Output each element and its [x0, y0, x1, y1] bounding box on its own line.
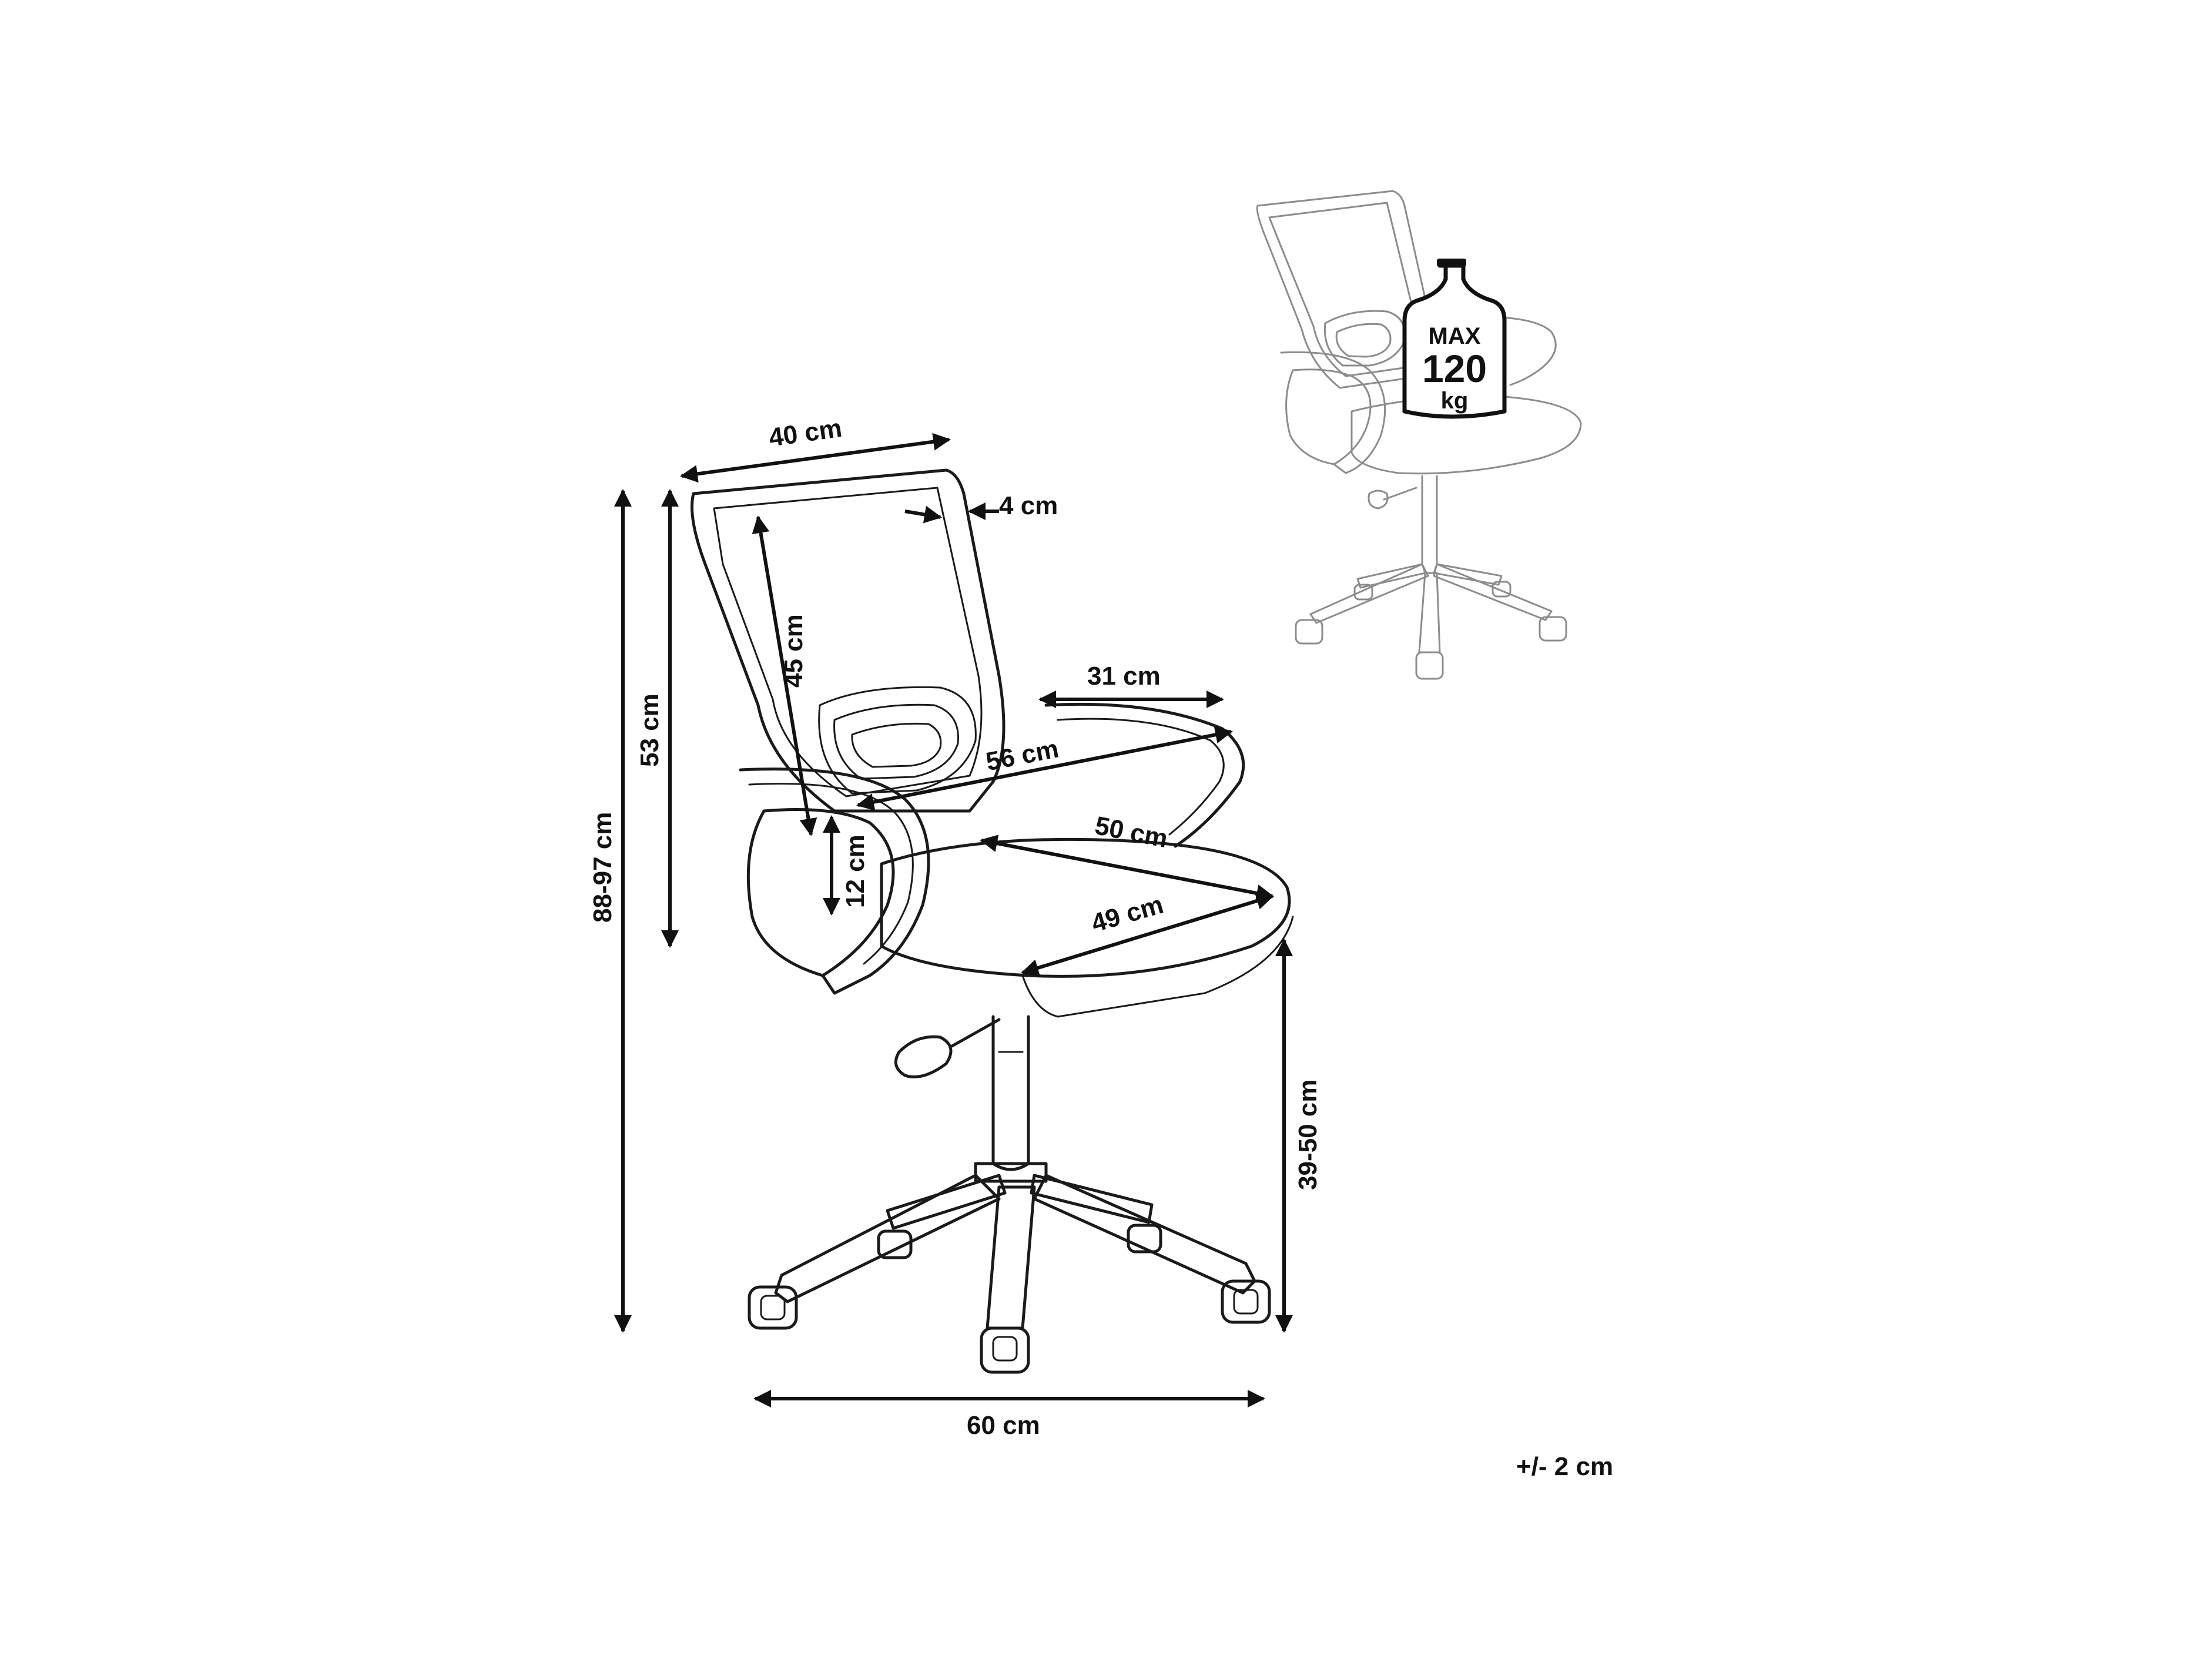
label-armrest-length: 31 cm	[1087, 662, 1161, 691]
dimension-lines	[614, 433, 1293, 1407]
caster-wheel	[1221, 1279, 1271, 1324]
label-total-height: 88-97 cm	[588, 812, 617, 923]
caster-wheel	[748, 1285, 798, 1330]
max-load-weight-icon: MAX 120 kg	[1402, 259, 1507, 419]
caster-wheel	[980, 1326, 1030, 1374]
max-load-line2: 120	[1422, 347, 1487, 390]
label-overall-depth: 56 cm	[984, 734, 1061, 776]
label-backrest-width: 40 cm	[767, 414, 843, 453]
max-load-line1: MAX	[1429, 323, 1481, 349]
label-frame-thickness: 4 cm	[999, 491, 1058, 520]
label-base-width: 60 cm	[967, 1411, 1040, 1440]
dimension-labels: 40 cm 4 cm 45 cm 53 cm 88-97 cm 31 cm 56…	[588, 414, 1613, 1481]
reference-chair-drawing	[1256, 190, 1582, 680]
caster-wheel	[877, 1229, 913, 1259]
caster-wheel	[1127, 1224, 1162, 1254]
label-back-height: 53 cm	[635, 693, 664, 767]
tolerance-note: +/- 2 cm	[1516, 1452, 1613, 1481]
label-seat-height: 39-50 cm	[1293, 1080, 1322, 1190]
main-chair-drawing	[691, 468, 1294, 1374]
label-armrest-height: 12 cm	[841, 834, 870, 908]
max-load-line3: kg	[1441, 388, 1469, 414]
label-seat-width: 50 cm	[1092, 811, 1170, 853]
label-backrest-height: 45 cm	[779, 614, 808, 688]
